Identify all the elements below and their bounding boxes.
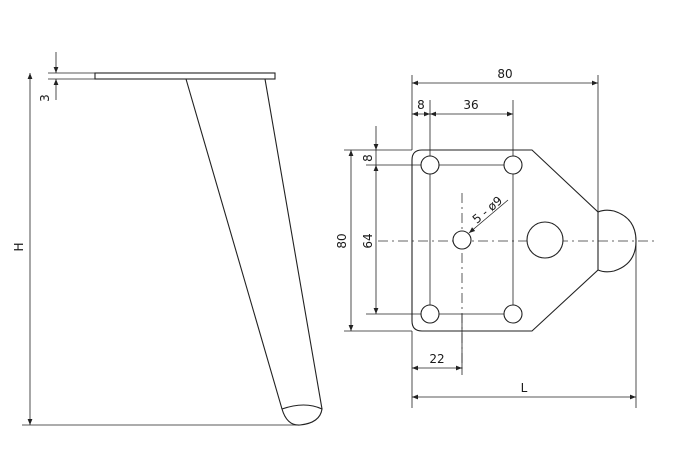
hole-spacing-y-label: 64 <box>361 233 375 248</box>
side-view: 3 H <box>12 52 323 426</box>
overall-width-label: 80 <box>497 67 512 81</box>
length-dimension: L <box>412 381 636 400</box>
center-hole-offset-label: 22 <box>429 352 444 366</box>
overall-width-dimension: 80 <box>412 67 598 86</box>
height-dimension: H <box>12 73 33 425</box>
side-leg-foot <box>281 404 323 426</box>
edge-offset-y-dimension: 8 <box>361 126 379 165</box>
mount-hole-top-right <box>503 155 523 175</box>
center-hole <box>452 230 472 250</box>
thickness-label: 3 <box>38 94 52 102</box>
holes-callout: 5 - ø9 <box>468 193 509 234</box>
hole-spacing-y-dimension: 64 <box>361 165 379 314</box>
leg-hole <box>526 221 564 259</box>
height-label: H <box>12 242 26 251</box>
hole-spacing-x-label: 36 <box>463 98 478 112</box>
plate-height-dimension: 80 <box>335 150 354 331</box>
edge-offset-label: 8 <box>417 98 425 112</box>
side-mounting-plate <box>94 72 276 80</box>
mount-hole-bottom-right <box>503 304 523 324</box>
length-label: L <box>521 381 528 395</box>
holes-label: 5 - ø9 <box>470 193 505 226</box>
thickness-dimension: 3 <box>38 52 59 102</box>
center-hole-offset-dimension: 22 <box>412 352 462 371</box>
mount-hole-bottom-left <box>420 304 440 324</box>
mount-hole-top-left <box>420 155 440 175</box>
top-view: 80 8 36 8 80 64 5 - ø9 <box>335 67 655 408</box>
plate-height-label: 80 <box>335 233 349 248</box>
side-leg-body <box>185 78 323 410</box>
plate-outline <box>411 149 599 332</box>
edge-offset-y-label: 8 <box>361 154 375 162</box>
hole-spacing-x-dimension: 8 36 <box>412 98 513 117</box>
